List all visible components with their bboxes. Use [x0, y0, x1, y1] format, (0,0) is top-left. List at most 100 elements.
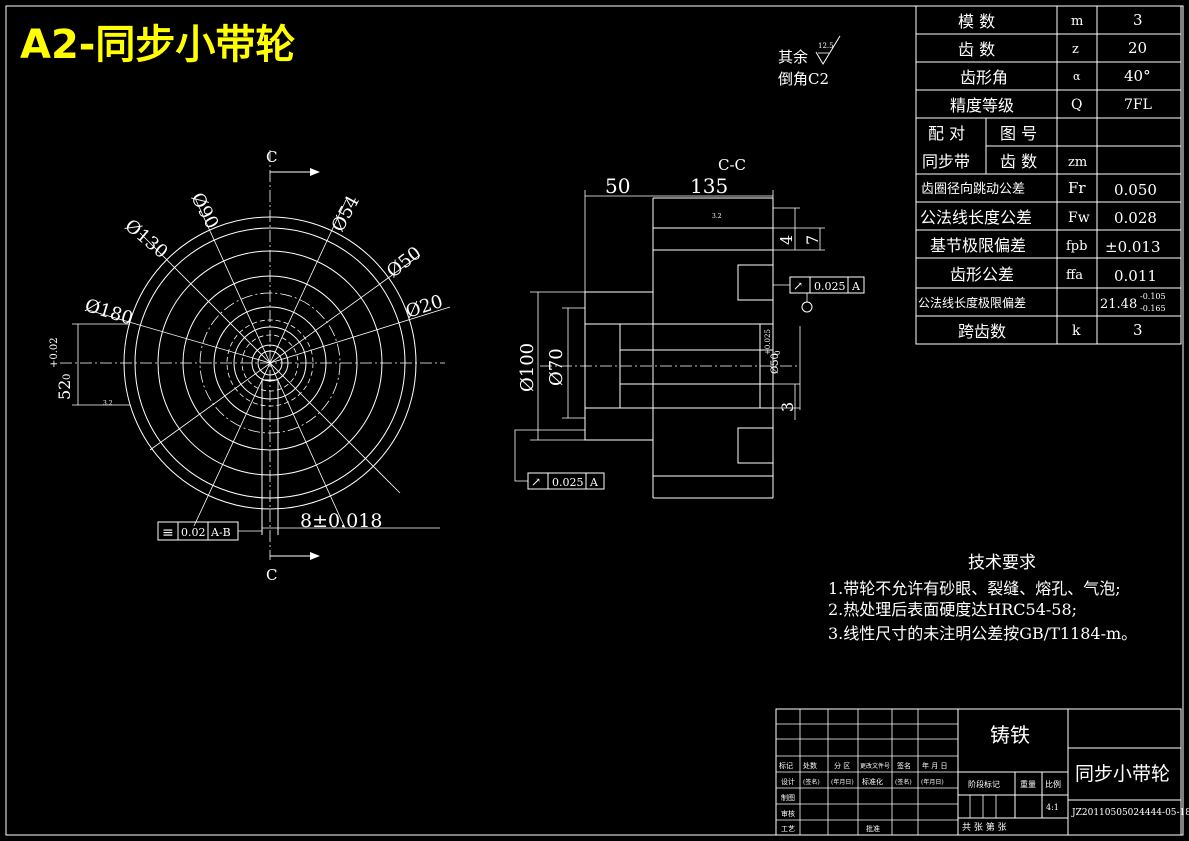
tb-review: 审核 — [781, 809, 795, 818]
tb-r2-sign2: (签名) — [895, 778, 912, 786]
param-sym-span: k — [1072, 323, 1081, 339]
dim-d50: Ø50 — [383, 243, 426, 283]
sym-tol-symbol: ≡ — [162, 525, 174, 541]
param-sym-teeth: z — [1072, 42, 1079, 57]
tb-r2-date1: (年月日) — [831, 778, 854, 786]
runout-bottom-symbol-icon: ↗ — [531, 475, 541, 489]
tb-r2-std: 标准化 — [862, 777, 883, 786]
dim-bore-tol: +0.025 — [764, 329, 772, 355]
dim-d100: Ø100 — [517, 343, 538, 392]
param-name-wlen: 公法线长度公差 — [920, 208, 1032, 227]
param-val-wlen: 0.028 — [1114, 209, 1157, 227]
param-val-angle: 40° — [1124, 67, 1151, 85]
tb-part-name: 同步小带轮 — [1075, 763, 1170, 785]
tb-h-count: 处数 — [803, 761, 817, 770]
dim-bore-tol-low: 0 — [774, 351, 782, 355]
front-roughness: 3.2 — [103, 400, 113, 407]
tb-draw: 制图 — [781, 793, 795, 802]
tb-drawing-no: JZ20110505024444-05-18 — [1071, 808, 1189, 818]
param-val-teeth: 20 — [1128, 39, 1147, 57]
dim-3: 3 — [778, 402, 797, 412]
section-roughness: 3.2 — [712, 213, 722, 220]
tb-material: 铸铁 — [990, 723, 1030, 747]
param-name-module: 模 数 — [958, 12, 995, 31]
tb-scale-label: 比例 — [1045, 779, 1061, 789]
param-sym-module: m — [1071, 14, 1083, 29]
pair-sym: zm — [1068, 155, 1087, 170]
tech-heading: 技术要求 — [968, 553, 1036, 573]
param-val-module: 3 — [1133, 11, 1143, 29]
runout-top-value: 0.025 — [814, 280, 846, 293]
param-name-span: 跨齿数 — [958, 322, 1006, 341]
param-val-wlimit-lower: -0.165 — [1140, 304, 1166, 313]
tb-h-mark: 标记 — [779, 761, 793, 770]
tech-item-2: 2.热处理后表面硬度达HRC54-58; — [828, 600, 1077, 619]
tb-weight-label: 重量 — [1020, 779, 1036, 789]
tb-h-sign: 签名 — [897, 761, 911, 770]
tb-h-date: 年 月 日 — [922, 761, 947, 770]
dim-d90: Ø90 — [186, 189, 222, 232]
drawing-title: A2-同步小带轮 — [20, 22, 295, 68]
section-title: C-C — [718, 156, 746, 174]
drawing-border — [5, 5, 1184, 836]
pair-col-b: 齿 数 — [1000, 152, 1037, 171]
param-val-wlimit: 21.48 — [1100, 297, 1137, 312]
param-val-runout: 0.050 — [1114, 181, 1157, 199]
dim-bore: Ø50 — [770, 353, 781, 374]
param-name-profile: 齿形公差 — [950, 265, 1014, 284]
param-sym-pitch: fpb — [1066, 239, 1087, 254]
dim-keyway: 52 — [55, 380, 74, 400]
param-table — [915, 5, 1182, 345]
runout-bottom-value: 0.025 — [552, 476, 584, 489]
dim-keyway-tol-low: 0 — [62, 374, 73, 380]
tb-approve: 批准 — [866, 824, 880, 833]
param-sym-wlen: Fw — [1068, 210, 1090, 226]
roughness-mark-icon — [815, 35, 841, 65]
tb-scale: 4:1 — [1046, 803, 1059, 812]
param-name-pitch: 基节极限偏差 — [930, 236, 1026, 255]
param-sym-runout: Fr — [1068, 179, 1086, 197]
tb-sheet-info: 共 张 第 张 — [962, 821, 1007, 833]
section-label-top: C — [266, 148, 277, 166]
note-line2: 倒角C2 — [778, 70, 829, 88]
tb-r2-sign1: (签名) — [803, 778, 820, 786]
front-view — [60, 150, 451, 560]
param-sym-profile: ffa — [1066, 268, 1083, 283]
tech-item-3: 3.线性尺寸的未注明公差按GB/T1184-m。 — [828, 624, 1137, 643]
param-val-wlimit-upper: -0.105 — [1140, 292, 1166, 301]
dim-d70: Ø70 — [546, 348, 567, 386]
dim-d130: Ø130 — [121, 215, 172, 263]
tb-r2-date2: (年月日) — [921, 778, 944, 786]
sym-tol-value: 0.02 — [181, 526, 206, 539]
param-name-grade: 精度等级 — [950, 96, 1014, 115]
tech-item-1: 1.带轮不允许有砂眼、裂缝、熔孔、气泡; — [828, 579, 1121, 598]
dim-keyway-tol: +0.02 — [49, 337, 60, 368]
note-roughness: 12.5 — [818, 42, 834, 50]
param-sym-grade: Q — [1071, 97, 1082, 113]
tb-h-doc: 更改文件号 — [860, 762, 890, 770]
section-view — [514, 190, 865, 499]
runout-top-symbol-icon: ↗ — [793, 279, 803, 293]
dim-7: 7 — [803, 235, 822, 245]
pair-label-a: 配 对 — [928, 124, 965, 143]
pair-label-b: 同步带 — [922, 152, 970, 171]
param-name-runout: 齿圈径向跳动公差 — [921, 181, 1025, 197]
param-sym-angle: α — [1073, 70, 1081, 83]
param-name-angle: 齿形角 — [960, 68, 1008, 87]
tb-r2-design: 设计 — [781, 777, 795, 786]
tb-process: 工艺 — [781, 825, 795, 833]
title-block — [775, 708, 1182, 836]
sym-tol-datum: A-B — [210, 526, 231, 539]
pair-col-a: 图 号 — [1000, 124, 1037, 143]
dim-135: 135 — [690, 174, 728, 198]
runout-bottom-datum: A — [589, 476, 599, 489]
tb-h-zone: 分 区 — [834, 761, 850, 770]
section-label-bottom: C — [266, 566, 277, 584]
dim-key-width: 8±0.018 — [300, 510, 382, 532]
dim-d20: Ø20 — [403, 291, 445, 323]
param-name-teeth: 齿 数 — [958, 40, 995, 59]
tb-stage-label: 阶段标记 — [968, 779, 1000, 789]
param-name-wlimit: 公法线长度极限偏差 — [918, 295, 1026, 310]
param-val-profile: 0.011 — [1114, 267, 1157, 285]
